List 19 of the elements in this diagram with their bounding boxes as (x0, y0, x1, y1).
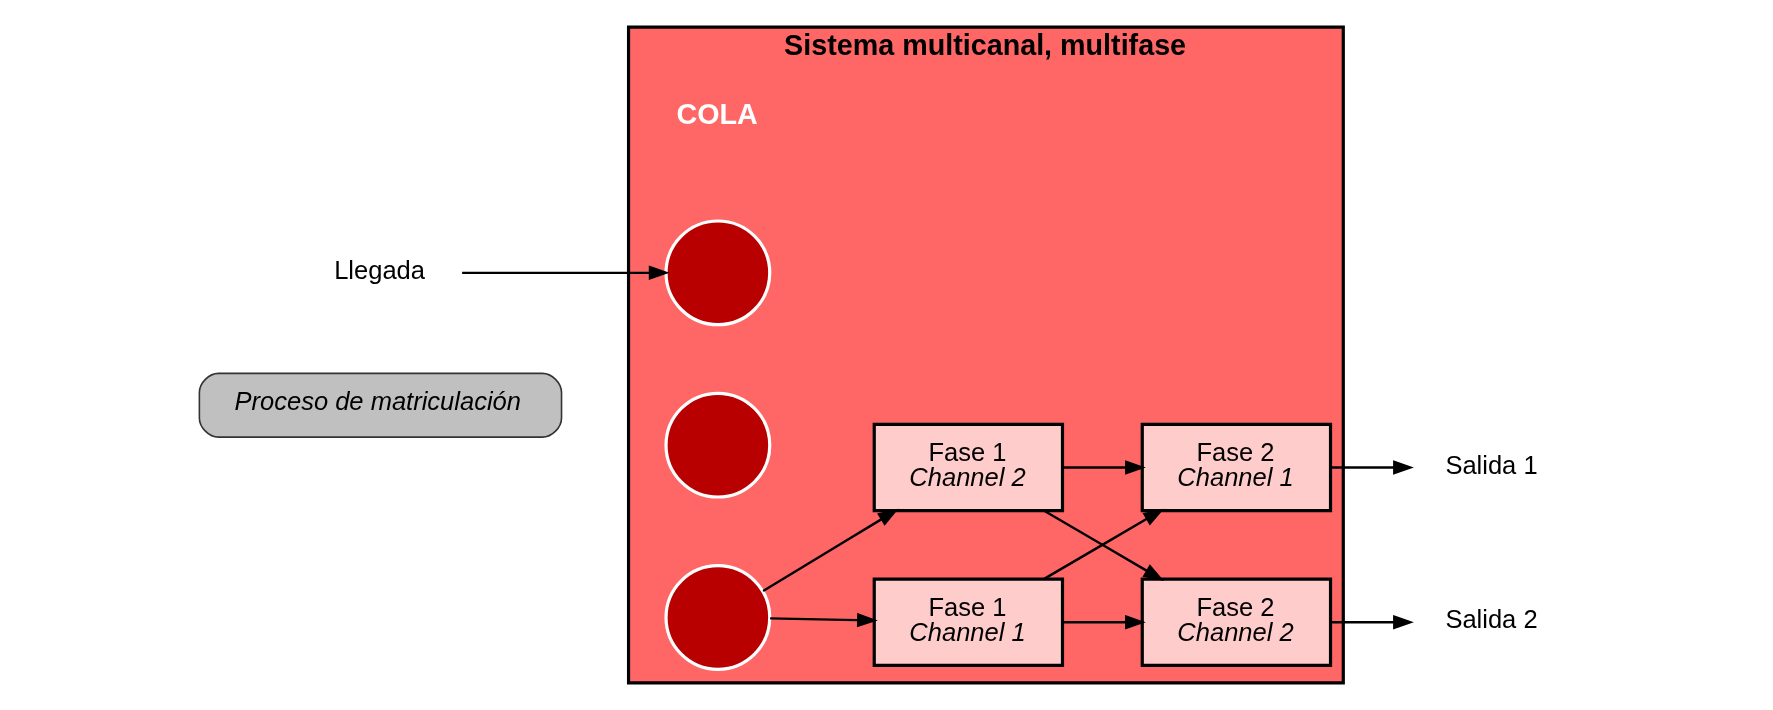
arrow (769, 612, 878, 628)
node-circle (663, 219, 771, 327)
arrow (1330, 460, 1414, 475)
node-box: Fase 2 Channel 2 (1140, 577, 1332, 667)
node-box: Proceso de matriculación (198, 372, 562, 438)
node-text: Salida 1 (1444, 450, 1538, 479)
node-circle (663, 391, 771, 499)
label: COLA (675, 97, 758, 130)
arrow (762, 508, 899, 592)
node-box: Fase 2 Channel 1 (1140, 422, 1332, 513)
node-box: Fase 1 Channel 1 (872, 577, 1064, 667)
node-circle (663, 564, 771, 671)
arrow (1330, 614, 1414, 630)
arrow (1062, 614, 1146, 630)
node-text: Salida 2 (1444, 605, 1538, 634)
arrow (1062, 460, 1146, 475)
arrow (461, 265, 670, 281)
node-text: Llegada (333, 255, 425, 284)
node-box: Fase 1 Channel 2 (872, 422, 1064, 513)
